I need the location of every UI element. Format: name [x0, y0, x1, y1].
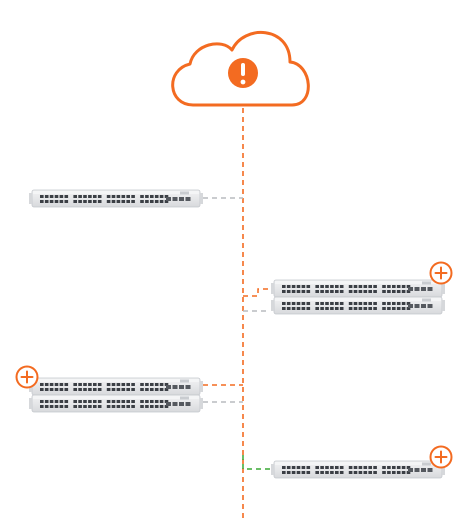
sfp-ports — [166, 402, 191, 406]
logo-plate — [180, 379, 189, 383]
logo-plate — [422, 281, 431, 285]
sfp-ports — [166, 197, 191, 201]
logo-plate — [180, 396, 189, 400]
plus-icon[interactable] — [429, 261, 453, 285]
switch-1[interactable] — [29, 189, 203, 208]
sfp-ports — [408, 287, 433, 291]
switch-unit-top[interactable] — [271, 279, 445, 298]
link-switch-4 — [242, 455, 272, 470]
logo-plate — [180, 191, 189, 195]
link-group — [203, 197, 272, 470]
port-block — [40, 195, 169, 203]
switch-unit-bottom[interactable] — [29, 394, 203, 413]
alert-exclamation-icon — [228, 58, 258, 88]
switch-3-stack[interactable] — [15, 365, 204, 413]
link-switch-2-top — [243, 288, 270, 297]
sfp-ports — [408, 304, 433, 308]
port-block — [282, 285, 411, 293]
port-block — [40, 383, 169, 391]
switch-unit[interactable] — [29, 189, 203, 208]
logo-plate — [422, 462, 431, 466]
switch-2-stack[interactable] — [271, 261, 453, 315]
switch-unit[interactable] — [271, 460, 445, 479]
port-block — [40, 400, 169, 408]
plus-icon[interactable] — [15, 365, 39, 389]
cloud-node[interactable] — [171, 30, 310, 107]
logo-plate — [422, 298, 431, 302]
switch-unit-bottom[interactable] — [271, 296, 445, 315]
switch-4[interactable] — [271, 445, 453, 479]
plus-icon[interactable] — [429, 445, 453, 469]
sfp-ports — [166, 385, 191, 389]
port-block — [282, 466, 411, 474]
switch-unit-top[interactable] — [29, 377, 203, 396]
sfp-ports — [408, 468, 433, 472]
port-block — [282, 302, 411, 310]
